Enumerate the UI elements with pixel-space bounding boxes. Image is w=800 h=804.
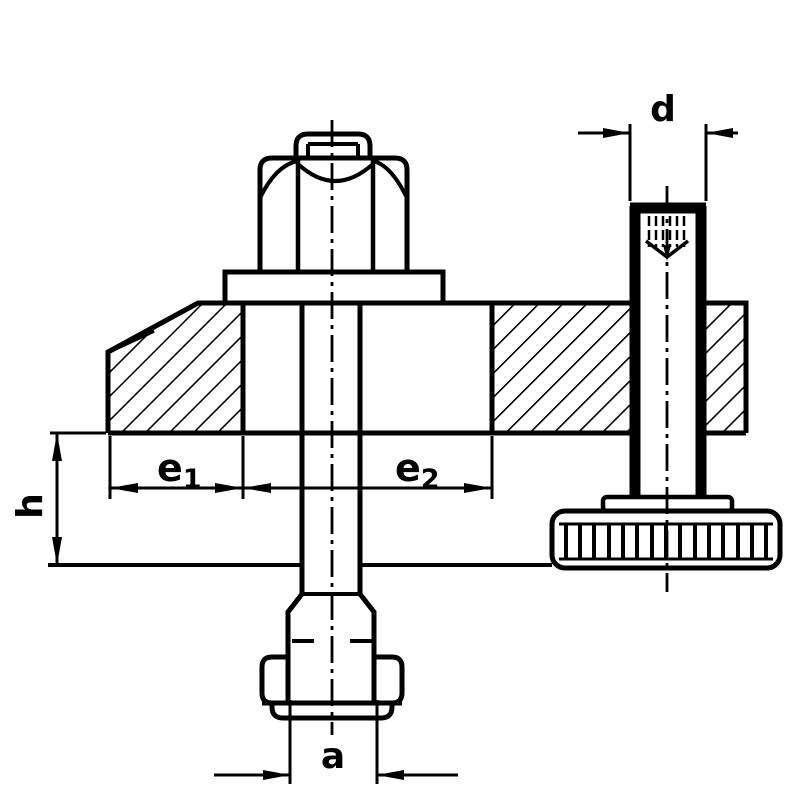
dim-e1-arrow-right — [215, 483, 243, 493]
clamp-bar-left-section-hatch — [108, 303, 243, 433]
dimension-e1-e2: e1 e2 — [108, 436, 494, 499]
clamp-bar-outline — [105, 300, 749, 436]
dim-label-a: a — [321, 736, 345, 777]
hex-nut — [257, 155, 410, 272]
clamp-bar-right-section-hatch — [706, 303, 746, 433]
dim-e1-arrow-left — [110, 483, 138, 493]
centerlines — [330, 120, 669, 735]
hex-nut-outline — [257, 155, 410, 272]
knurl-lines — [564, 524, 768, 559]
sleeve-internal-thread-lines — [647, 216, 686, 247]
hex-nut-chamfer-arcs — [258, 159, 409, 199]
dim-label-e2: e2 — [395, 446, 440, 495]
washer — [222, 269, 446, 306]
stud-shank-edges — [299, 303, 363, 594]
clamp-bar-mid-section-hatch — [492, 303, 630, 433]
sleeve-walls — [629, 206, 707, 497]
dim-d-extension-lines — [628, 124, 708, 201]
dim-label-h: h — [10, 493, 51, 519]
t-nut-neck-chamfers — [285, 592, 377, 703]
dimension-h: h — [10, 431, 552, 567]
dim-a-arrow-left — [263, 770, 290, 780]
dim-a-arrow-right — [377, 770, 404, 780]
dim-e2-arrow-left — [243, 483, 271, 493]
dim-d-arrow-left — [603, 128, 630, 138]
clamping-screw-top — [222, 131, 446, 306]
dim-label-e1: e1 — [157, 446, 202, 495]
clamp-bar-chamfer-edge — [112, 329, 155, 352]
dim-e2-arrow-right — [464, 483, 492, 493]
t-nut-foot — [269, 703, 395, 721]
dim-a-extension-lines — [288, 700, 379, 784]
hex-nut-face-edges — [295, 160, 376, 270]
clamp-bar — [105, 300, 749, 436]
dim-label-d: d — [650, 89, 676, 130]
dim-h-arrow-top — [52, 433, 62, 461]
clamp-bar-slot-edges — [240, 303, 495, 433]
dimensions: d e1 e2 h a — [10, 89, 738, 784]
dim-h-arrow-bottom — [52, 537, 62, 565]
dimension-a: a — [214, 700, 458, 784]
dimension-d: d — [578, 89, 738, 201]
dim-d-arrow-right — [706, 128, 733, 138]
